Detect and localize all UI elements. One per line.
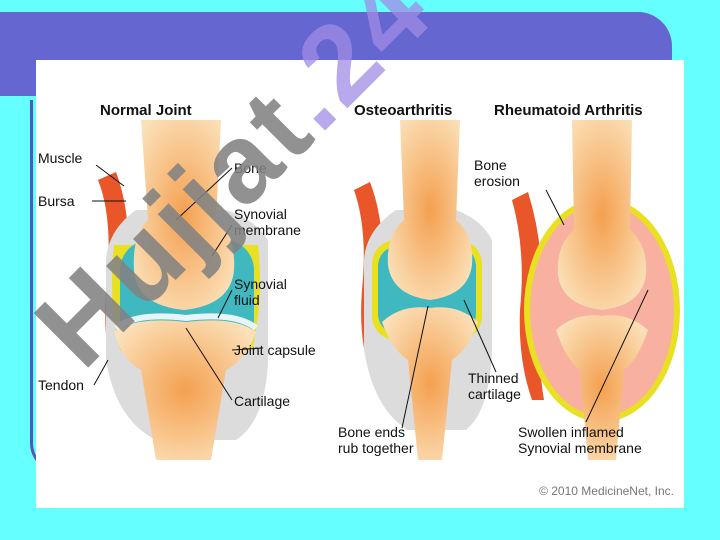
label-leader-lines — [92, 164, 649, 429]
joint-diagram: Normal Joint Osteoarthritis Rheumatoid A… — [36, 60, 684, 508]
cartilage-shape — [114, 313, 258, 331]
copyright-notice: © 2010 MedicineNet, Inc. — [539, 484, 674, 498]
osteoarthritis-heading: Osteoarthritis — [354, 102, 453, 119]
label-bone-ends: Bone ends rub together — [338, 424, 414, 456]
label-bone: Bone — [234, 160, 267, 176]
label-thinned-cartilage: Thinned cartilage — [468, 370, 521, 402]
label-bursa: Bursa — [38, 193, 75, 209]
label-tendon: Tendon — [38, 377, 84, 393]
rheumatoid-arthritis-illustration — [512, 120, 680, 460]
label-muscle: Muscle — [38, 150, 83, 166]
label-synovial-membrane: Synovial membrane — [234, 206, 301, 238]
label-swollen-membrane: Swollen inflamed Synovial membrane — [518, 424, 642, 456]
normal-joint-illustration — [98, 120, 268, 460]
rheumatoid-arthritis-heading: Rheumatoid Arthritis — [494, 102, 643, 119]
label-synovial-fluid: Synovial fluid — [234, 276, 287, 308]
osteoarthritis-illustration — [354, 120, 492, 460]
lower-bone — [114, 320, 256, 460]
normal-joint-heading: Normal Joint — [100, 102, 192, 119]
joint-illustrations — [92, 120, 680, 460]
label-bone-erosion: Bone erosion — [474, 157, 520, 189]
upper-bone — [133, 120, 235, 310]
label-cartilage: Cartilage — [234, 393, 291, 409]
label-joint-capsule: Joint capsule — [234, 342, 316, 358]
